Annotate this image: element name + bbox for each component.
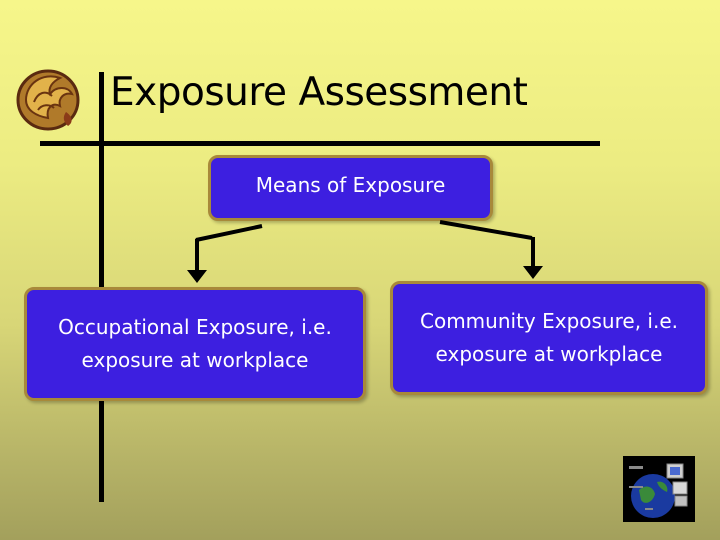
arrowhead-left [187, 270, 207, 283]
pegasus-logo-icon [16, 69, 80, 131]
child-node-community: Community Exposure, i.e. exposure at wor… [390, 281, 708, 395]
child-node-label: Community Exposure, i.e. exposure at wor… [420, 309, 678, 366]
connector-left [195, 224, 263, 242]
child-node-occupational: Occupational Exposure, i.e. exposure at … [24, 287, 366, 401]
slide-title: Exposure Assessment [110, 70, 528, 115]
horizontal-rule [40, 141, 600, 146]
globe-computer-icon [623, 456, 695, 522]
root-node: Means of Exposure [208, 155, 493, 221]
connector-right [439, 220, 533, 240]
child-node-label: Occupational Exposure, i.e. exposure at … [58, 315, 332, 372]
arrowhead-right [523, 266, 543, 279]
root-node-label: Means of Exposure [255, 173, 446, 197]
